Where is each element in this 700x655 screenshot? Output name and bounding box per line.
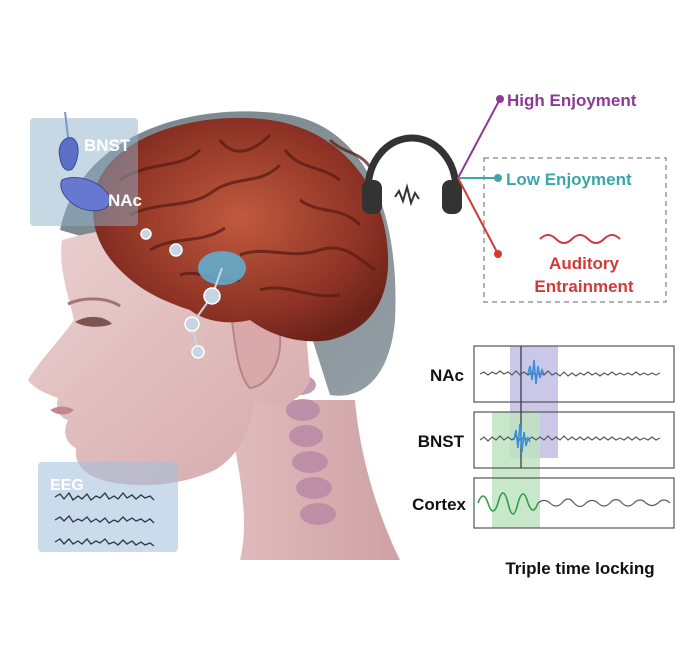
nac-inset-label: NAc bbox=[108, 191, 142, 210]
cortex-trace bbox=[537, 498, 671, 508]
nac-row-label: NAc bbox=[430, 366, 464, 385]
brain bbox=[92, 117, 389, 342]
traces-panel: NAc BNST Cortex Triple time locking bbox=[412, 345, 675, 578]
headphones-icon bbox=[362, 134, 462, 214]
bnst-trace bbox=[479, 435, 661, 442]
nac-burst bbox=[527, 359, 545, 385]
entrainment-label: Entrainment bbox=[534, 277, 634, 296]
bnst-burst bbox=[513, 423, 531, 453]
cortex-row-label: Cortex bbox=[412, 495, 466, 514]
eeg-inset-label: EEG bbox=[50, 477, 84, 494]
lips bbox=[50, 406, 74, 415]
eeg-inset: EEG bbox=[38, 462, 178, 552]
bnst-trace-box bbox=[473, 411, 675, 469]
auditory-entrainment-node bbox=[494, 250, 502, 258]
cortex-burst bbox=[477, 492, 539, 515]
nac-trace bbox=[479, 370, 661, 377]
deep-brain-inset: BNST NAc bbox=[30, 111, 142, 226]
high-enjoyment-node bbox=[496, 95, 504, 103]
brain-gyri bbox=[119, 133, 376, 298]
bnst-inset-label: BNST bbox=[84, 136, 131, 155]
bnst-structure bbox=[58, 137, 79, 171]
nac-structure bbox=[60, 177, 111, 212]
low-enjoyment-node bbox=[494, 174, 502, 182]
bnst-row-label: BNST bbox=[418, 432, 465, 451]
condition-branches: High Enjoyment Low Enjoyment Auditory En… bbox=[457, 91, 667, 303]
head-illustration bbox=[28, 111, 400, 560]
entrainment-wave-icon bbox=[539, 234, 621, 244]
cortex-trace-box bbox=[473, 477, 675, 529]
high-enjoyment-label: High Enjoyment bbox=[507, 91, 637, 110]
dashed-group-box bbox=[483, 157, 667, 303]
eye bbox=[75, 316, 112, 327]
eeg-traces bbox=[54, 491, 155, 547]
triple-time-locking-caption: Triple time locking bbox=[505, 559, 654, 578]
electrode-nodes bbox=[140, 228, 223, 359]
eyebrow bbox=[67, 297, 121, 308]
nac-trace-box bbox=[473, 345, 675, 403]
low-enjoyment-label: Low Enjoyment bbox=[506, 170, 632, 189]
auditory-label: Auditory bbox=[549, 254, 619, 273]
